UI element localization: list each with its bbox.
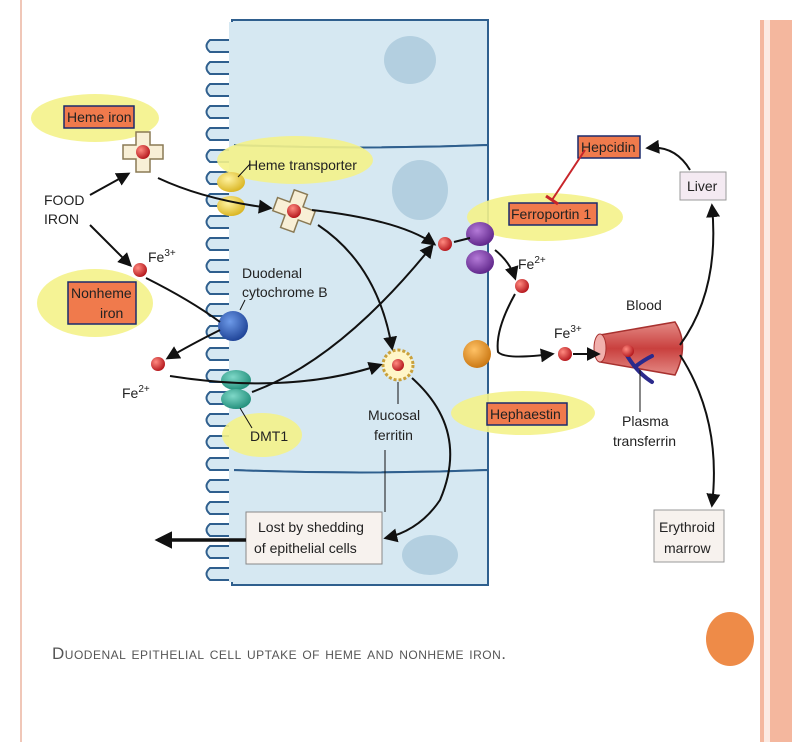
microvillus	[205, 567, 232, 581]
heme-molecule-outside	[122, 131, 164, 173]
label-plasma-2: transferrin	[613, 433, 676, 449]
hephaestin-box	[486, 402, 568, 426]
slide-left-rule	[20, 0, 22, 742]
microvillus	[205, 347, 232, 361]
nucleus-top	[384, 36, 436, 84]
microvillus	[205, 215, 232, 229]
blood-vessel	[593, 321, 684, 384]
microvillus	[205, 259, 232, 273]
label-dmt1: DMT1	[250, 428, 288, 444]
pointer-lines	[237, 163, 641, 512]
microvillus	[205, 523, 232, 537]
microvillus	[205, 545, 232, 559]
nucleus-bottom	[402, 535, 458, 575]
mucosal-ferritin	[381, 348, 415, 382]
label-lost-2: of epithelial cells	[254, 540, 357, 556]
cell-top	[231, 19, 489, 149]
iron-fe3-right	[558, 347, 572, 361]
ferroportin-box	[508, 202, 598, 226]
microvillus	[205, 83, 232, 97]
erythroid-box	[653, 509, 725, 563]
label-duodenal-1: Duodenal	[242, 265, 302, 281]
microvillus	[205, 61, 232, 75]
label-mucosal-1: Mucosal	[368, 407, 420, 423]
label-fe2-left: Fe2+	[122, 384, 150, 401]
label-liver: Liver	[687, 178, 718, 194]
microvillus	[205, 457, 232, 471]
iron-uptake-diagram: FOOD IRON Heme iron Nonheme iron Fe3+ Fe…	[31, 19, 727, 586]
heme-iron-box	[63, 105, 135, 129]
microvillus	[205, 281, 232, 295]
ferroportin-protein	[466, 222, 494, 274]
epithelial-cells	[231, 19, 489, 586]
hepcidin-inhibition-bar	[545, 194, 559, 206]
label-erythroid-2: marrow	[664, 540, 712, 556]
label-duodenal-2: cytochrome B	[242, 284, 328, 300]
duodenal-cytochrome-b-protein	[218, 311, 248, 341]
slide-caption: Duodenal epithelial cell uptake of heme …	[52, 644, 507, 663]
label-fe3-left: Fe3+	[148, 248, 176, 265]
microvillus	[205, 479, 232, 493]
microvillus	[205, 39, 232, 53]
microvillus	[205, 127, 232, 141]
label-blood: Blood	[626, 297, 662, 313]
slide-right-stripe-highlight	[764, 20, 770, 742]
label-hepcidin: Hepcidin	[581, 139, 635, 155]
label-lost-1: Lost by shedding	[258, 519, 364, 535]
hepcidin-box	[577, 135, 641, 159]
slide-decoration-circle	[706, 612, 754, 666]
lost-box	[245, 511, 383, 565]
label-fe2-right: Fe2+	[518, 255, 546, 272]
flow-arrows	[89, 139, 721, 543]
nonheme-iron-box	[67, 281, 137, 325]
microvillus	[205, 413, 232, 427]
label-ferroportin: Ferroportin 1	[511, 206, 591, 222]
microvillus	[205, 105, 232, 119]
label-nonheme-2: iron	[100, 305, 123, 321]
label-food: FOOD	[44, 192, 84, 208]
label-fe3-right: Fe3+	[554, 324, 582, 341]
label-hephaestin: Hephaestin	[490, 406, 561, 422]
label-iron: IRON	[44, 211, 79, 227]
iron-cytoplasm	[438, 237, 452, 251]
hepcidin-inhibition	[551, 149, 586, 201]
highlight-heme-transporter	[217, 136, 373, 184]
label-erythroid-1: Erythroid	[659, 519, 715, 535]
highlight-dmt1	[222, 413, 302, 457]
liver-box	[679, 171, 727, 201]
label-heme-iron: Heme iron	[67, 109, 132, 125]
microvilli-join	[229, 22, 234, 582]
iron-fe2-left	[151, 357, 165, 371]
label-plasma-1: Plasma	[622, 413, 669, 429]
microvillus	[205, 237, 232, 251]
nucleus-middle	[392, 160, 448, 220]
microvilli	[205, 22, 234, 582]
heme-molecule-inside	[271, 188, 317, 234]
dmt1-protein	[221, 370, 251, 409]
label-nonheme-1: Nonheme	[71, 285, 132, 301]
label-heme-transporter: Heme transporter	[248, 157, 357, 173]
hephaestin-protein	[463, 340, 491, 368]
iron-fe2-right	[515, 279, 529, 293]
microvillus	[205, 501, 232, 515]
label-mucosal-2: ferritin	[374, 427, 413, 443]
iron-fe3-left	[133, 263, 147, 277]
